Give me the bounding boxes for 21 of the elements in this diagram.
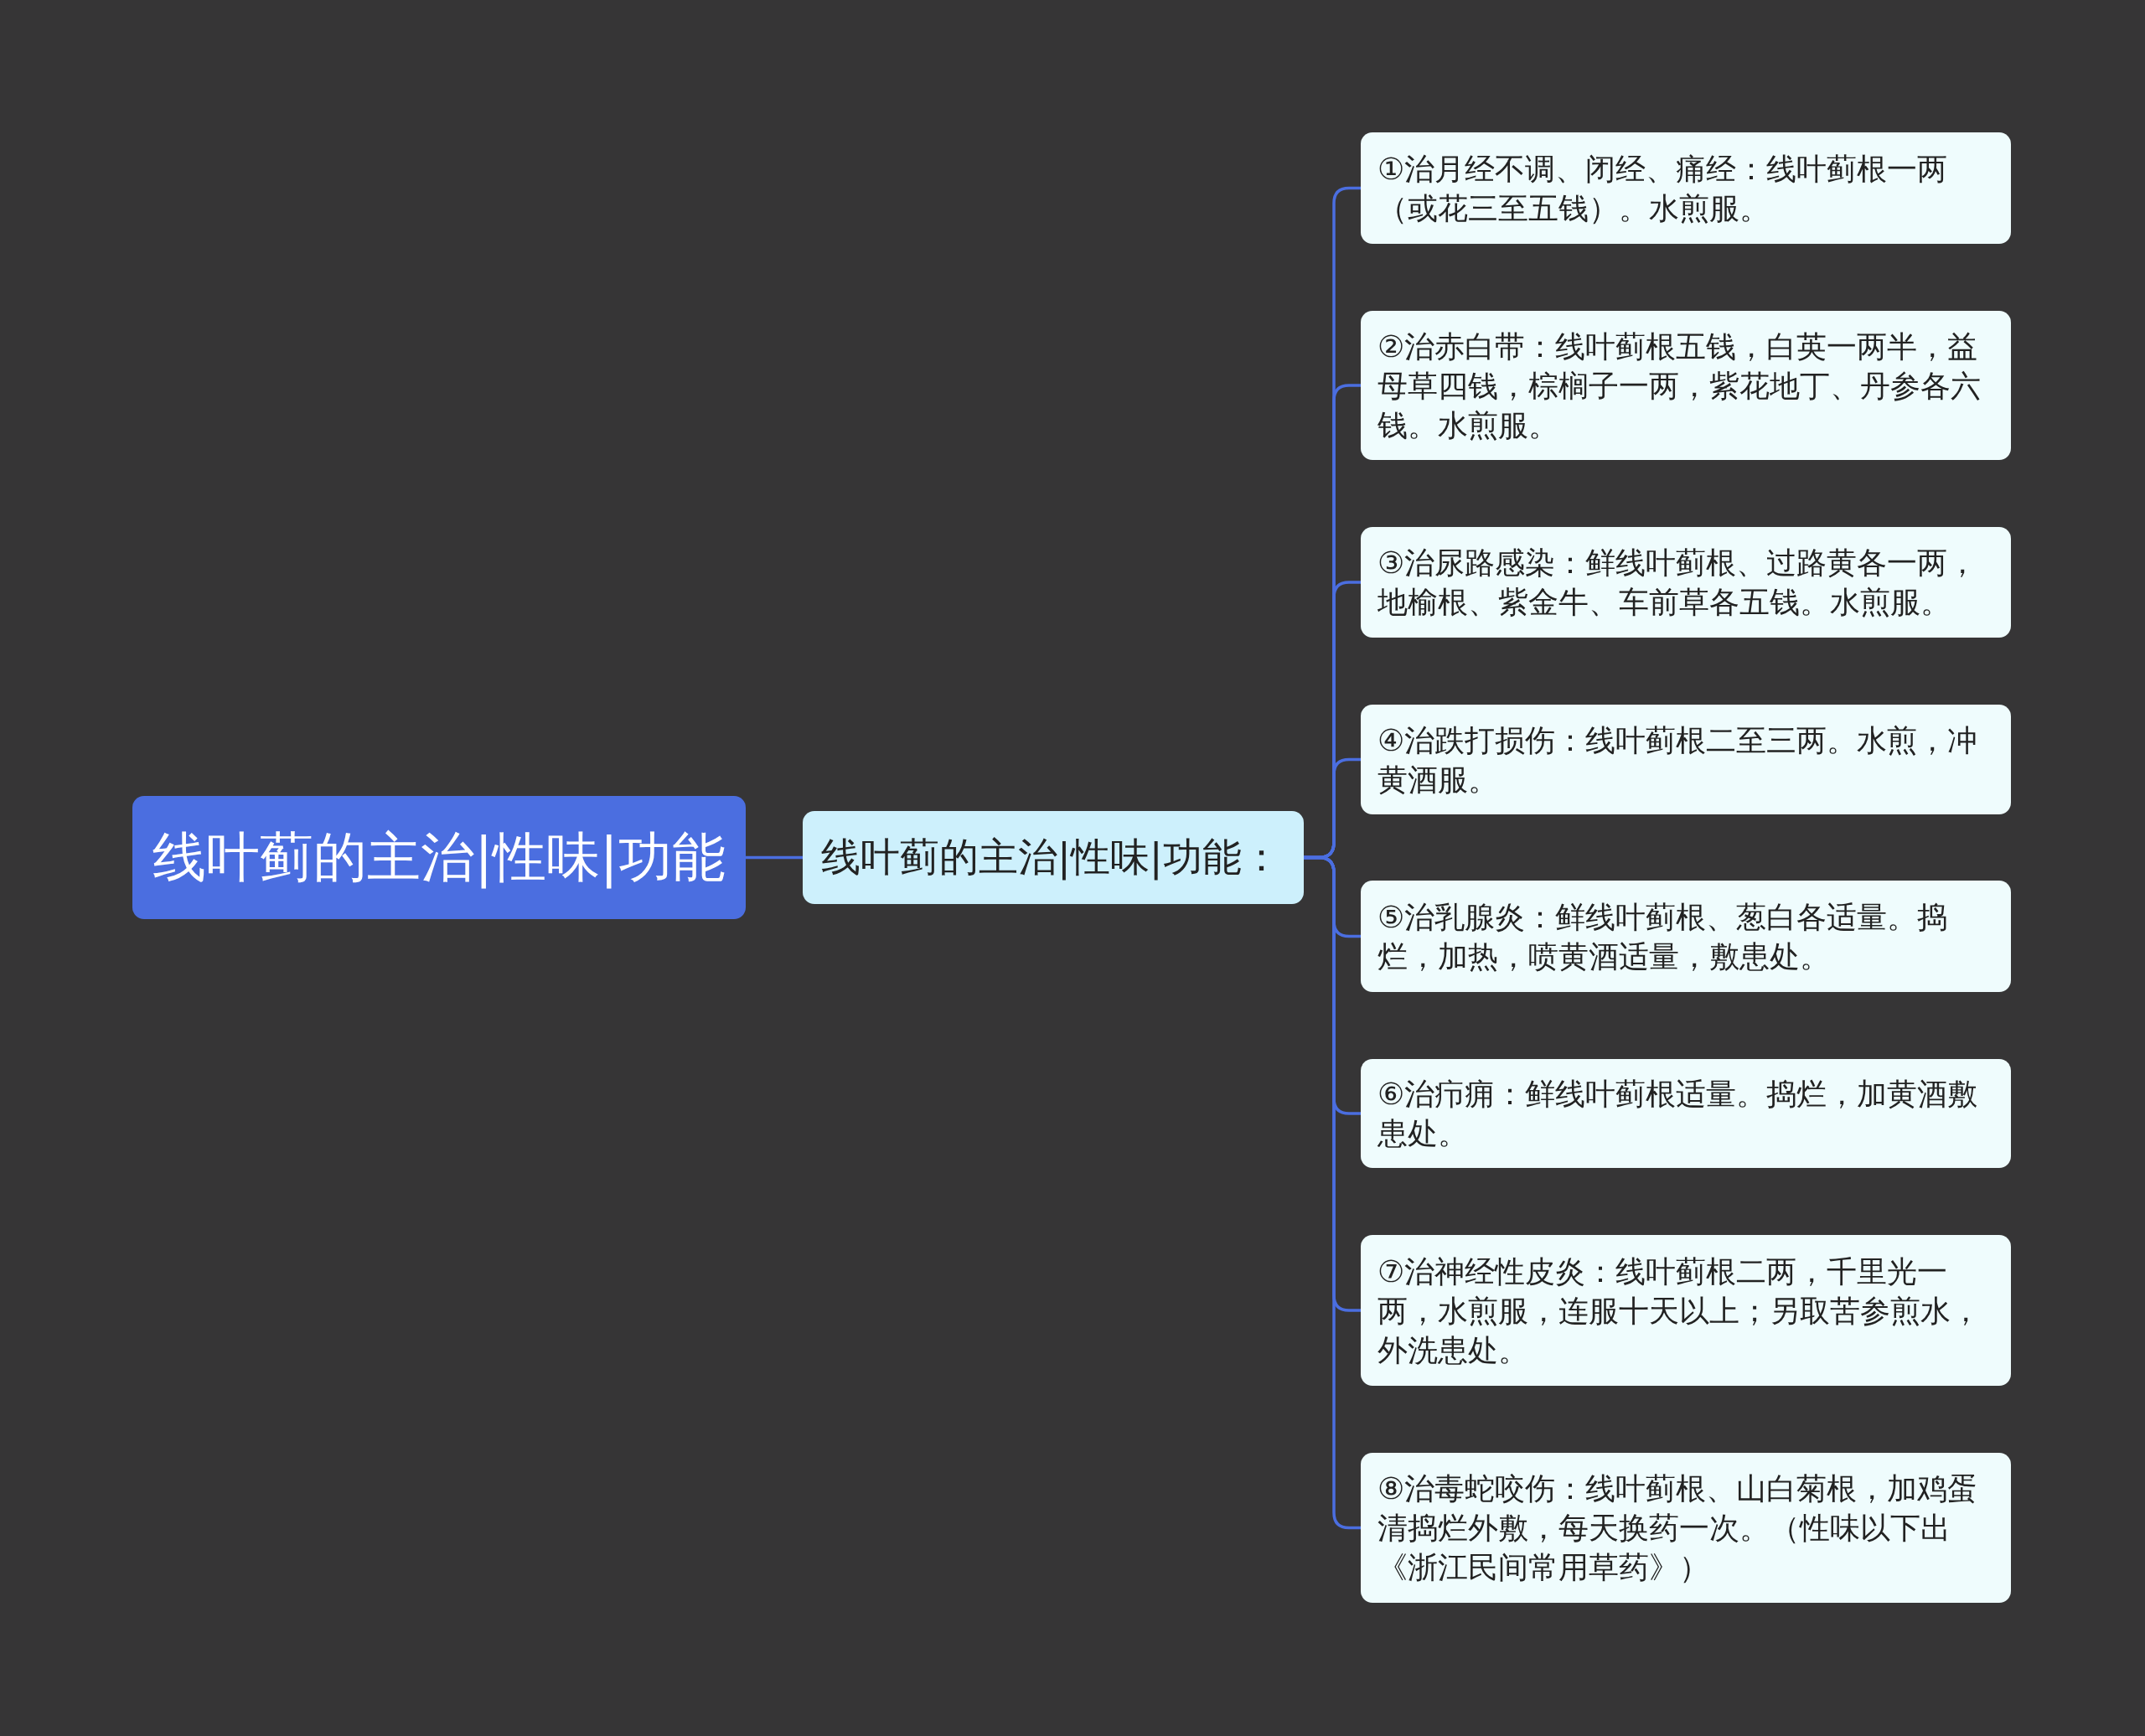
topic-text: ⑦治神经性皮炎：线叶蓟根二两，千里光一两，水煎服，连服十天以上；另取苦参煎水，外洗患处。 bbox=[1377, 1253, 1982, 1369]
leaf-topic-box bbox=[1361, 311, 2011, 460]
leaf-topic-box bbox=[1361, 881, 2011, 992]
topic-text: ⑥治疖痈：鲜线叶蓟根适量。捣烂，加黄酒敷患处。 bbox=[1377, 1076, 1979, 1152]
leaf-topic-box bbox=[1361, 1235, 2011, 1386]
root-topic-box bbox=[132, 796, 746, 919]
leaf-topic-box bbox=[1361, 705, 2011, 814]
leaf-topic-box bbox=[1361, 1059, 2011, 1168]
leaf-topic-box bbox=[1361, 527, 2011, 638]
leaf-topic-box bbox=[1361, 1453, 2011, 1603]
leaf-topic-box bbox=[1361, 132, 2011, 244]
topic-text: ⑤治乳腺炎：鲜线叶蓟根、葱白各适量。捣烂，加热，喷黄酒适量，敷患处。 bbox=[1377, 898, 1949, 975]
topic-text: ①治月经不调、闭经、痛经：线叶蓟根一两（或花三至五钱）。水煎服。 bbox=[1377, 150, 1949, 227]
topic-text: 线叶蓟的主治|性味|功能： bbox=[821, 833, 1281, 882]
topic-text: ④治跌打损伤：线叶蓟根二至三两。水煎，冲黄酒服。 bbox=[1377, 721, 1979, 798]
topic-text: ③治尿路感染：鲜线叶蓟根、过路黄各一两，地榆根、紫金牛、车前草各五钱。水煎服。 bbox=[1377, 545, 1979, 621]
connector-line bbox=[746, 855, 803, 860]
topic-text: 线叶蓟的主治|性味|功能 bbox=[152, 825, 726, 891]
topic-text: ②治赤白带：线叶蓟根五钱，白英一两半，益母草四钱，棕榈子一两，紫花地丁、丹参各六钱。水煎服。 bbox=[1377, 328, 1982, 444]
topic-text: ⑧治毒蛇咬伤：线叶蓟根、山白菊根，加鸡蛋清捣烂外敷，每天换药一次。（性味以下出《浙江民间常用草药》） bbox=[1377, 1470, 1979, 1586]
subtopic-box bbox=[803, 811, 1304, 904]
